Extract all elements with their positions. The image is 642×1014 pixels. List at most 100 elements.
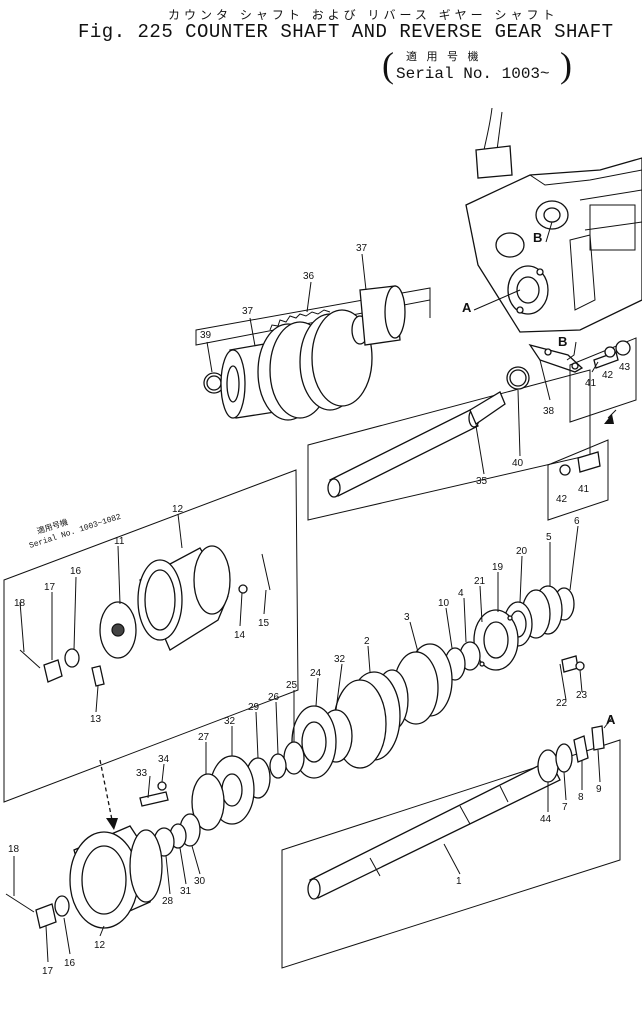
callout-6: 6 bbox=[574, 516, 580, 527]
callout-37b: 37 bbox=[356, 243, 368, 254]
leader-39 bbox=[206, 341, 213, 373]
part-8-plate bbox=[573, 735, 589, 763]
part-18-cotter-pin-lower bbox=[5, 893, 35, 913]
leader-24 bbox=[315, 677, 319, 707]
callout-16-inset: 16 bbox=[70, 566, 82, 577]
part-22-bolt bbox=[561, 655, 579, 673]
callout-23: 23 bbox=[576, 690, 588, 701]
part-18-cotter-pin bbox=[19, 649, 41, 669]
callout-5: 5 bbox=[546, 532, 552, 543]
leader-31 bbox=[179, 847, 187, 885]
callout-41-alt: 41 bbox=[578, 484, 590, 495]
callout-12-lower: 12 bbox=[94, 940, 106, 951]
leader-38 bbox=[539, 359, 551, 401]
part-25-bearing bbox=[283, 741, 305, 775]
callout-34: 34 bbox=[158, 754, 170, 765]
leader-4 bbox=[463, 597, 467, 643]
leader-A-bottom bbox=[603, 717, 613, 729]
callout-15: 15 bbox=[258, 618, 270, 629]
leader-2 bbox=[367, 645, 371, 673]
callout-26: 26 bbox=[268, 692, 280, 703]
leader-14 bbox=[239, 592, 243, 627]
right-paren: ) bbox=[560, 45, 572, 85]
callout-11: 11 bbox=[114, 536, 125, 547]
leader-33 bbox=[147, 775, 151, 799]
part-42-washer bbox=[604, 346, 616, 358]
callout-7: 7 bbox=[562, 802, 568, 813]
part-15-pin bbox=[261, 553, 271, 591]
callout-20: 20 bbox=[516, 546, 528, 557]
callout-16-lower: 16 bbox=[64, 958, 76, 969]
leader-12-lower bbox=[99, 925, 105, 937]
callout-4: 4 bbox=[458, 588, 464, 599]
callout-17-inset: 17 bbox=[44, 582, 56, 593]
leader-1 bbox=[443, 843, 461, 875]
leader-17-lower bbox=[45, 925, 49, 963]
leader-12-inset bbox=[177, 513, 183, 549]
callout-22: 22 bbox=[556, 698, 568, 709]
leader-34 bbox=[161, 763, 165, 783]
callout-1: 1 bbox=[456, 876, 462, 887]
callout-A-bottom: A bbox=[606, 712, 616, 727]
leader-B-top bbox=[545, 221, 553, 243]
callout-A-top: A bbox=[462, 300, 472, 315]
leader-37b bbox=[361, 253, 367, 291]
part-35-reverse-shaft bbox=[329, 409, 479, 497]
callout-24: 24 bbox=[310, 668, 322, 679]
part-7-bearing bbox=[555, 743, 573, 773]
callout-33: 33 bbox=[136, 768, 148, 779]
lower-drum-group bbox=[5, 825, 163, 929]
part-16-washer bbox=[64, 648, 80, 668]
title-block: カウンタ シャフト および リバース ギヤー シャフト Fig. 225 COU… bbox=[0, 0, 642, 92]
callout-10: 10 bbox=[438, 598, 450, 609]
part-34-washer bbox=[157, 781, 167, 791]
leader-7 bbox=[563, 771, 567, 801]
leader-41 bbox=[591, 361, 599, 373]
leader-29 bbox=[255, 711, 259, 759]
leader-30 bbox=[191, 845, 201, 875]
arrow-down-icon-2 bbox=[106, 818, 118, 830]
callout-3: 3 bbox=[404, 612, 410, 623]
part-26-spacer bbox=[269, 753, 287, 779]
callout-18-inset: 18 bbox=[14, 598, 26, 609]
callout-25: 25 bbox=[286, 680, 298, 691]
callout-36: 36 bbox=[303, 271, 315, 282]
part-13-bolt bbox=[91, 665, 105, 687]
callout-8: 8 bbox=[578, 792, 584, 803]
counter-shaft-group bbox=[281, 725, 621, 969]
callout-42-alt: 42 bbox=[556, 494, 568, 505]
callout-44: 44 bbox=[540, 814, 552, 825]
part-9-bolt bbox=[591, 725, 605, 751]
leader-9 bbox=[597, 749, 601, 783]
part-17-nut-lower bbox=[35, 903, 57, 929]
leader-23 bbox=[579, 669, 583, 693]
reverse-gear-group bbox=[195, 285, 431, 421]
leader-20 bbox=[519, 555, 523, 603]
applicable-models-label: 適 用 号 機 bbox=[406, 50, 482, 63]
callout-18-lower: 18 bbox=[8, 844, 20, 855]
callout-39: 39 bbox=[200, 330, 212, 341]
leader-35 bbox=[475, 425, 485, 475]
leader-22 bbox=[559, 663, 567, 701]
leader-6 bbox=[569, 525, 579, 591]
leader-28 bbox=[165, 855, 171, 895]
leader-15 bbox=[263, 589, 267, 615]
leader-16-lower bbox=[63, 917, 71, 955]
callout-43: 43 bbox=[619, 362, 631, 373]
leader-26 bbox=[275, 701, 279, 755]
callout-27: 27 bbox=[198, 732, 210, 743]
callout-B-mid: B bbox=[558, 334, 567, 349]
leader-36 bbox=[306, 281, 312, 313]
part-44-collar bbox=[537, 749, 559, 783]
part-14-bolt bbox=[238, 584, 248, 594]
arrow-down-icon bbox=[604, 414, 614, 424]
callout-42: 42 bbox=[602, 370, 614, 381]
leader-11 bbox=[117, 545, 121, 605]
callout-29: 29 bbox=[248, 702, 260, 713]
callout-40: 40 bbox=[512, 458, 524, 469]
callout-13: 13 bbox=[90, 714, 102, 725]
part-27-flange bbox=[191, 773, 225, 831]
serial-applicability: ( 適 用 号 機 Serial No. 1003~ ) bbox=[382, 44, 578, 90]
part-38-plate bbox=[528, 343, 584, 373]
